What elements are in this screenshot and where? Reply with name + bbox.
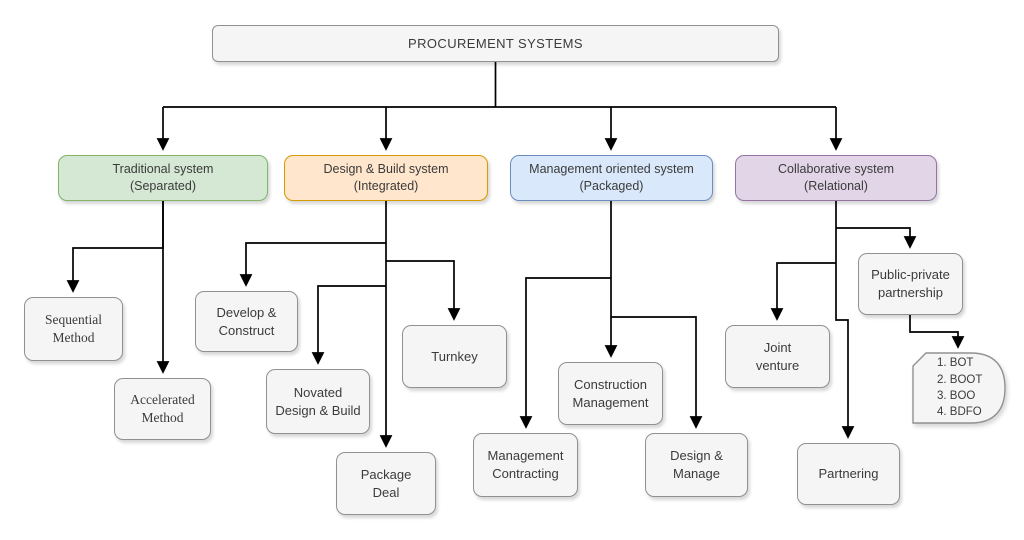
edge-collab-partnering xyxy=(835,201,855,439)
node-public-private-partnership[interactable]: Public-private partnership xyxy=(858,253,963,315)
edge-root-bar xyxy=(163,62,836,108)
node-collaborative-system[interactable]: Collaborative system (Relational) xyxy=(735,155,937,201)
edge-db-develop xyxy=(239,242,386,287)
node-design-manage[interactable]: Design & Manage xyxy=(645,433,748,497)
node-traditional-system[interactable]: Traditional system (Separated) xyxy=(58,155,268,201)
node-management-oriented-system[interactable]: Management oriented system (Packaged) xyxy=(510,155,713,201)
node-sequential-method[interactable]: Sequential Method xyxy=(24,297,123,361)
edge-mgmt-designmanage xyxy=(611,316,703,429)
ppp-types-shape[interactable] xyxy=(912,352,1006,424)
edge-db-novated xyxy=(311,285,386,365)
node-joint-venture[interactable]: Joint venture xyxy=(725,325,830,388)
node-procurement-systems[interactable]: PROCUREMENT SYSTEMS xyxy=(212,25,779,62)
node-management-contracting[interactable]: Management Contracting xyxy=(473,433,578,497)
edge-mgmt-contracting xyxy=(519,277,611,429)
node-turnkey[interactable]: Turnkey xyxy=(402,325,507,388)
node-novated-design-build[interactable]: Novated Design & Build xyxy=(266,369,370,434)
node-design-build-system[interactable]: Design & Build system (Integrated) xyxy=(284,155,488,201)
edge-collab-jv xyxy=(770,262,836,321)
node-package-deal[interactable]: Package Deal xyxy=(336,452,436,515)
edge-ppp-types xyxy=(909,315,965,349)
node-develop-construct[interactable]: Develop & Construct xyxy=(195,291,298,352)
node-ppp-types-list: 1. BOT 2. BOOT 3. BOO 4. BDFO xyxy=(937,357,983,419)
edge-traditional-sequential xyxy=(66,201,164,293)
node-partnering[interactable]: Partnering xyxy=(797,443,900,505)
edge-db-turnkey xyxy=(386,260,461,321)
node-construction-management[interactable]: Construction Management xyxy=(558,362,663,425)
edge-collab-ppp xyxy=(836,227,917,249)
node-accelerated-method[interactable]: Accelerated Method xyxy=(114,378,211,440)
